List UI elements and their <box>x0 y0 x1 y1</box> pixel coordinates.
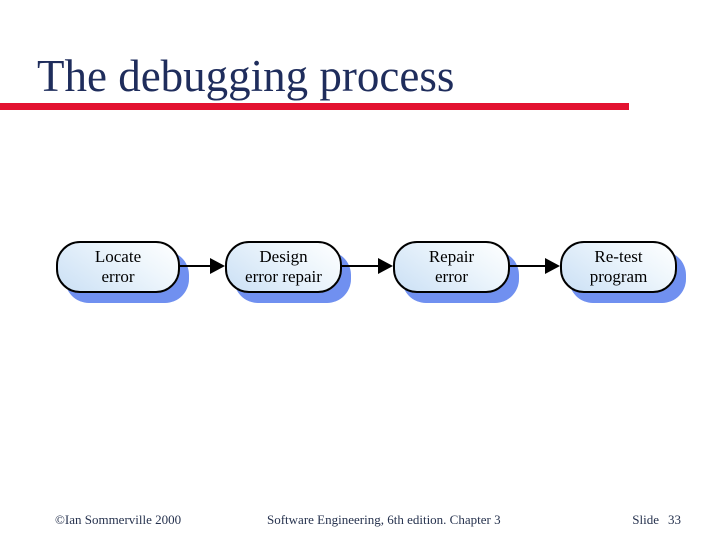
step-label-line2: error repair <box>245 267 322 286</box>
arrow-head <box>210 258 225 274</box>
footer-book-reference: Software Engineering, 6th edition. Chapt… <box>267 512 501 527</box>
footer-copyright: ©Ian Sommerville 2000 <box>55 512 182 527</box>
step-label-line2: error <box>434 267 469 286</box>
process-step-repair-error: Repair error <box>393 241 510 293</box>
slide-label: Slide <box>632 512 659 527</box>
step-label-line2: error <box>101 267 135 286</box>
arrow-head <box>545 258 560 274</box>
arrow-head <box>378 258 393 274</box>
arrow-shaft <box>342 265 380 267</box>
arrow-shaft <box>180 265 212 267</box>
process-step-locate-error: Locate error <box>56 241 180 293</box>
step-label-line1: Re-test <box>594 247 643 266</box>
footer-slide-number: Slide 33 <box>632 512 681 527</box>
step-label-line1: Repair <box>428 247 475 266</box>
process-step-retest-program: Re-test program <box>560 241 677 293</box>
step-label-line2: program <box>589 267 648 286</box>
slide-number-value: 33 <box>668 512 681 527</box>
slide-title: The debugging process <box>37 51 455 101</box>
title-underline-rule <box>0 103 629 110</box>
arrow-right-icon <box>342 258 393 274</box>
arrow-right-icon <box>510 258 560 274</box>
step-label-line1: Design <box>259 247 308 266</box>
process-step-design-error-repair: Design error repair <box>225 241 342 293</box>
arrow-right-icon <box>180 258 225 274</box>
arrow-shaft <box>510 265 547 267</box>
step-label-line1: Locate <box>94 247 142 266</box>
